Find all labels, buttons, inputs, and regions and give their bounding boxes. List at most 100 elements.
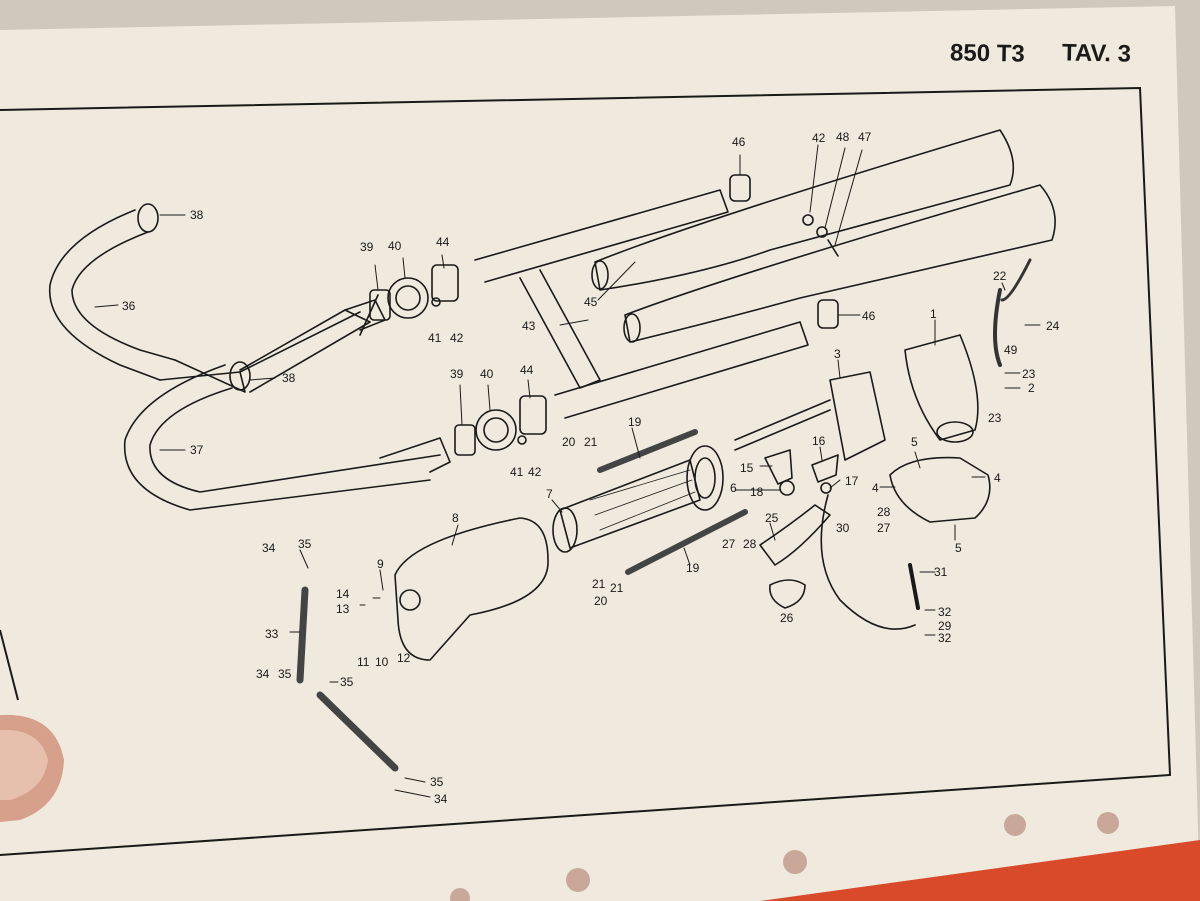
- hose-elbows: [764, 449, 839, 496]
- callout: 42: [812, 131, 826, 145]
- callout: 44: [436, 235, 450, 249]
- callout: 30: [836, 521, 850, 535]
- callout: 45: [584, 295, 598, 309]
- plate-4: [889, 456, 991, 523]
- callout: 40: [388, 239, 402, 253]
- callout: 41: [510, 465, 524, 479]
- breather-hose-33: [296, 586, 399, 772]
- callout: 20: [562, 435, 576, 449]
- callout: 43: [522, 319, 536, 333]
- callout: 24: [1046, 319, 1060, 333]
- exhaust-pipe-36: [48, 203, 246, 393]
- callout: 13: [336, 602, 350, 616]
- callout: 46: [732, 135, 746, 149]
- callout: 21: [592, 577, 606, 591]
- binder-hole: [1097, 812, 1119, 834]
- callout: 12: [397, 651, 411, 665]
- callout: 4: [872, 481, 879, 495]
- callout: 32: [938, 605, 952, 619]
- callout: 6: [730, 481, 737, 495]
- callout-labels: 1 2 3 4 4 5 5 6 7 8 9 10 11 12 13 14 15 …: [122, 130, 1060, 806]
- callout: 11: [357, 655, 370, 669]
- callout: 48: [836, 130, 850, 144]
- underlying-red-sheet: [760, 840, 1200, 901]
- callout: 35: [278, 667, 292, 681]
- callout: 7: [546, 487, 553, 501]
- gasket-6: [686, 445, 724, 511]
- callout: 1: [930, 307, 937, 321]
- callout: 42: [528, 465, 542, 479]
- muffler-lower: [623, 184, 1056, 343]
- callout: 21: [584, 435, 598, 449]
- binder-hole: [566, 868, 590, 892]
- callout: 22: [993, 269, 1007, 283]
- callout: 34: [262, 541, 276, 555]
- callout: 38: [190, 208, 204, 222]
- bracket-25-26: [759, 504, 831, 609]
- callout: 31: [934, 565, 948, 579]
- callout: 18: [750, 485, 764, 499]
- hose-19: [597, 429, 748, 575]
- callout: 3: [834, 347, 841, 361]
- muffler-upper: [591, 129, 1015, 291]
- callout: 19: [628, 415, 642, 429]
- air-filter-7: [552, 459, 701, 553]
- callout: 47: [858, 130, 872, 144]
- callout: 49: [1004, 343, 1018, 357]
- callout: 37: [190, 443, 204, 457]
- airbox-8: [394, 517, 549, 661]
- callout: 27: [877, 521, 891, 535]
- callout: 28: [743, 537, 757, 551]
- leader-lines: [94, 144, 1041, 798]
- callout: 32: [938, 631, 952, 645]
- bolts-42-48-47: [802, 214, 839, 257]
- bolt-31: [908, 563, 920, 610]
- callout: 14: [336, 587, 350, 601]
- callout: 29: [938, 619, 952, 633]
- cable-22: [993, 288, 1002, 367]
- callout: 27: [722, 537, 736, 551]
- clamp-set-upper: [369, 264, 459, 321]
- callout: 5: [955, 541, 962, 555]
- callout: 8: [452, 511, 459, 525]
- callout: 17: [845, 474, 859, 488]
- callout: 25: [765, 511, 779, 525]
- callout: 15: [740, 461, 754, 475]
- callout: 20: [594, 594, 608, 608]
- callout: 36: [122, 299, 136, 313]
- callout: 35: [298, 537, 312, 551]
- callout: 33: [265, 627, 279, 641]
- binder-hole: [1004, 814, 1026, 836]
- exhaust-pipe-37: [123, 294, 441, 511]
- callout: 16: [812, 434, 826, 448]
- carburetor-3: [734, 371, 886, 461]
- binder-hole: [450, 888, 470, 901]
- callout: 23: [988, 411, 1002, 425]
- callout: 42: [450, 331, 464, 345]
- callout: 38: [282, 371, 296, 385]
- callout: 21: [610, 581, 624, 595]
- filter-cover-1: [904, 334, 979, 443]
- binder-hole: [783, 850, 807, 874]
- callout: 40: [480, 367, 494, 381]
- callout: 35: [340, 675, 354, 689]
- callout: 46: [862, 309, 876, 323]
- callout: 39: [360, 240, 374, 254]
- callout: 39: [450, 367, 464, 381]
- tube-17: [820, 494, 916, 630]
- callout: 34: [434, 792, 448, 806]
- plate-border: [0, 86, 1172, 856]
- callout: 41: [428, 331, 442, 345]
- pipe-section: [239, 299, 451, 473]
- callout: 23: [1022, 367, 1036, 381]
- callout: 34: [256, 667, 270, 681]
- crossover-pipe-43: [474, 189, 809, 419]
- callout: 9: [377, 557, 384, 571]
- callout: 26: [780, 611, 794, 625]
- callout: 2: [1028, 381, 1035, 395]
- callout: 28: [877, 505, 891, 519]
- clamp-46: [729, 174, 839, 329]
- callout: 4: [994, 471, 1001, 485]
- callout: 10: [375, 655, 389, 669]
